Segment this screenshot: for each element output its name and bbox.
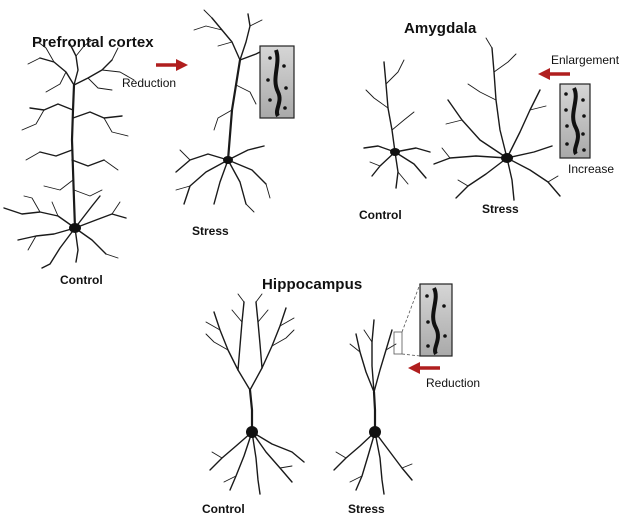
- hippocampus-control-label: Control: [202, 502, 245, 516]
- amygdala-enlargement-arrow-icon: [538, 68, 570, 80]
- amygdala-stress-neuron: [433, 37, 561, 201]
- hippocampus-spine-inset: [393, 283, 453, 357]
- pfc-reduction-arrow-icon: [156, 59, 188, 71]
- hippocampus-control-neuron: [205, 293, 305, 495]
- pfc-control-neuron: [3, 39, 135, 269]
- hippocampus-title: Hippocampus: [262, 276, 363, 293]
- amygdala-enlargement-label: Enlargement: [551, 53, 620, 67]
- prefrontal-cortex-title: Prefrontal cortex: [32, 34, 154, 51]
- amygdala-control-label: Control: [359, 208, 402, 222]
- hippocampus-stress-soma: [369, 426, 381, 438]
- hippocampus-reduction-label: Reduction: [426, 376, 481, 390]
- pfc-control-soma: [69, 223, 81, 233]
- pfc-stress-label: Stress: [192, 224, 229, 238]
- amygdala-stress-label: Stress: [482, 202, 519, 216]
- hippocampus-reduction-arrow-icon: [408, 362, 440, 374]
- amygdala-stress-soma: [501, 153, 513, 163]
- hippocampus-stress-neuron: [333, 319, 413, 495]
- pfc-stress-neuron: [175, 9, 271, 213]
- amygdala-title: Amygdala: [404, 20, 477, 37]
- hippocampus-stress-label: Stress: [348, 502, 385, 516]
- pfc-reduction-label: Reduction: [122, 76, 177, 90]
- pfc-spine-inset: [259, 45, 295, 119]
- amygdala-increase-label: Increase: [568, 162, 615, 176]
- pfc-control-label: Control: [60, 273, 103, 287]
- pfc-stress-soma: [223, 156, 233, 164]
- amygdala-spine-inset: [559, 83, 591, 159]
- amygdala-control-neuron: [363, 59, 431, 189]
- hippocampus-control-soma: [246, 426, 258, 438]
- amygdala-control-soma: [390, 148, 400, 156]
